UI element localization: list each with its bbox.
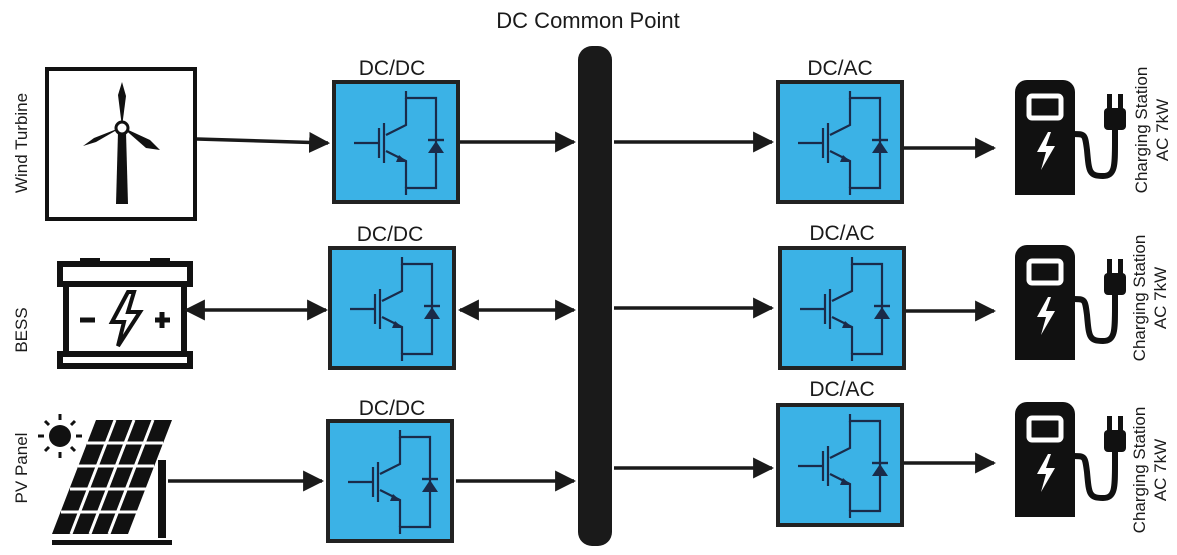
converter-label: DC/AC bbox=[809, 222, 874, 245]
solar-panel-icon bbox=[38, 414, 172, 545]
load-label-line2: AC 7kW bbox=[1151, 267, 1170, 329]
ev-charger-icon bbox=[1015, 402, 1126, 517]
ev-charger-icon bbox=[1015, 245, 1126, 360]
converter-label: DC/AC bbox=[807, 57, 872, 80]
converter-label: DC/DC bbox=[357, 223, 424, 246]
load-label-line1: Charging Station bbox=[1132, 67, 1151, 194]
wind-turbine-row: Wind Turbine DC/DC bbox=[12, 57, 577, 221]
charging-station-row-1: DC/AC Charging Station AC 7kW bbox=[614, 57, 1172, 204]
bess-row: BESS DC/DC bbox=[12, 223, 577, 370]
charging-station-row-2: DC/AC Charging Station AC 7kW bbox=[614, 222, 1170, 370]
dcdc-converter-wind bbox=[332, 80, 460, 204]
dc-common-bus bbox=[578, 46, 612, 546]
bus-title: DC Common Point bbox=[496, 8, 679, 33]
wind-turbine-icon bbox=[45, 67, 197, 221]
dcdc-converter-pv bbox=[326, 419, 454, 543]
charging-station-row-3: DC/AC Charging Station AC 7kW bbox=[614, 378, 1170, 533]
load-label-line2: AC 7kW bbox=[1153, 99, 1172, 161]
dcdc-converter-bess bbox=[328, 246, 456, 370]
source-label: BESS bbox=[12, 307, 31, 352]
load-label-line1: Charging Station bbox=[1130, 407, 1149, 534]
pv-panel-row: PV Panel bbox=[12, 397, 577, 545]
converter-label: DC/AC bbox=[809, 378, 874, 401]
source-label: PV Panel bbox=[12, 433, 31, 504]
dcac-inverter-1 bbox=[776, 80, 904, 204]
load-label-line2: AC 7kW bbox=[1151, 439, 1170, 501]
battery-icon bbox=[57, 258, 193, 369]
converter-label: DC/DC bbox=[359, 57, 426, 80]
source-label: Wind Turbine bbox=[12, 93, 31, 193]
converter-label: DC/DC bbox=[359, 397, 426, 420]
ev-charger-icon bbox=[1015, 80, 1126, 195]
load-label-line1: Charging Station bbox=[1130, 235, 1149, 362]
dcac-inverter-3 bbox=[776, 403, 904, 527]
wind-to-converter-arrow bbox=[196, 131, 331, 153]
dcac-inverter-2 bbox=[778, 246, 906, 370]
